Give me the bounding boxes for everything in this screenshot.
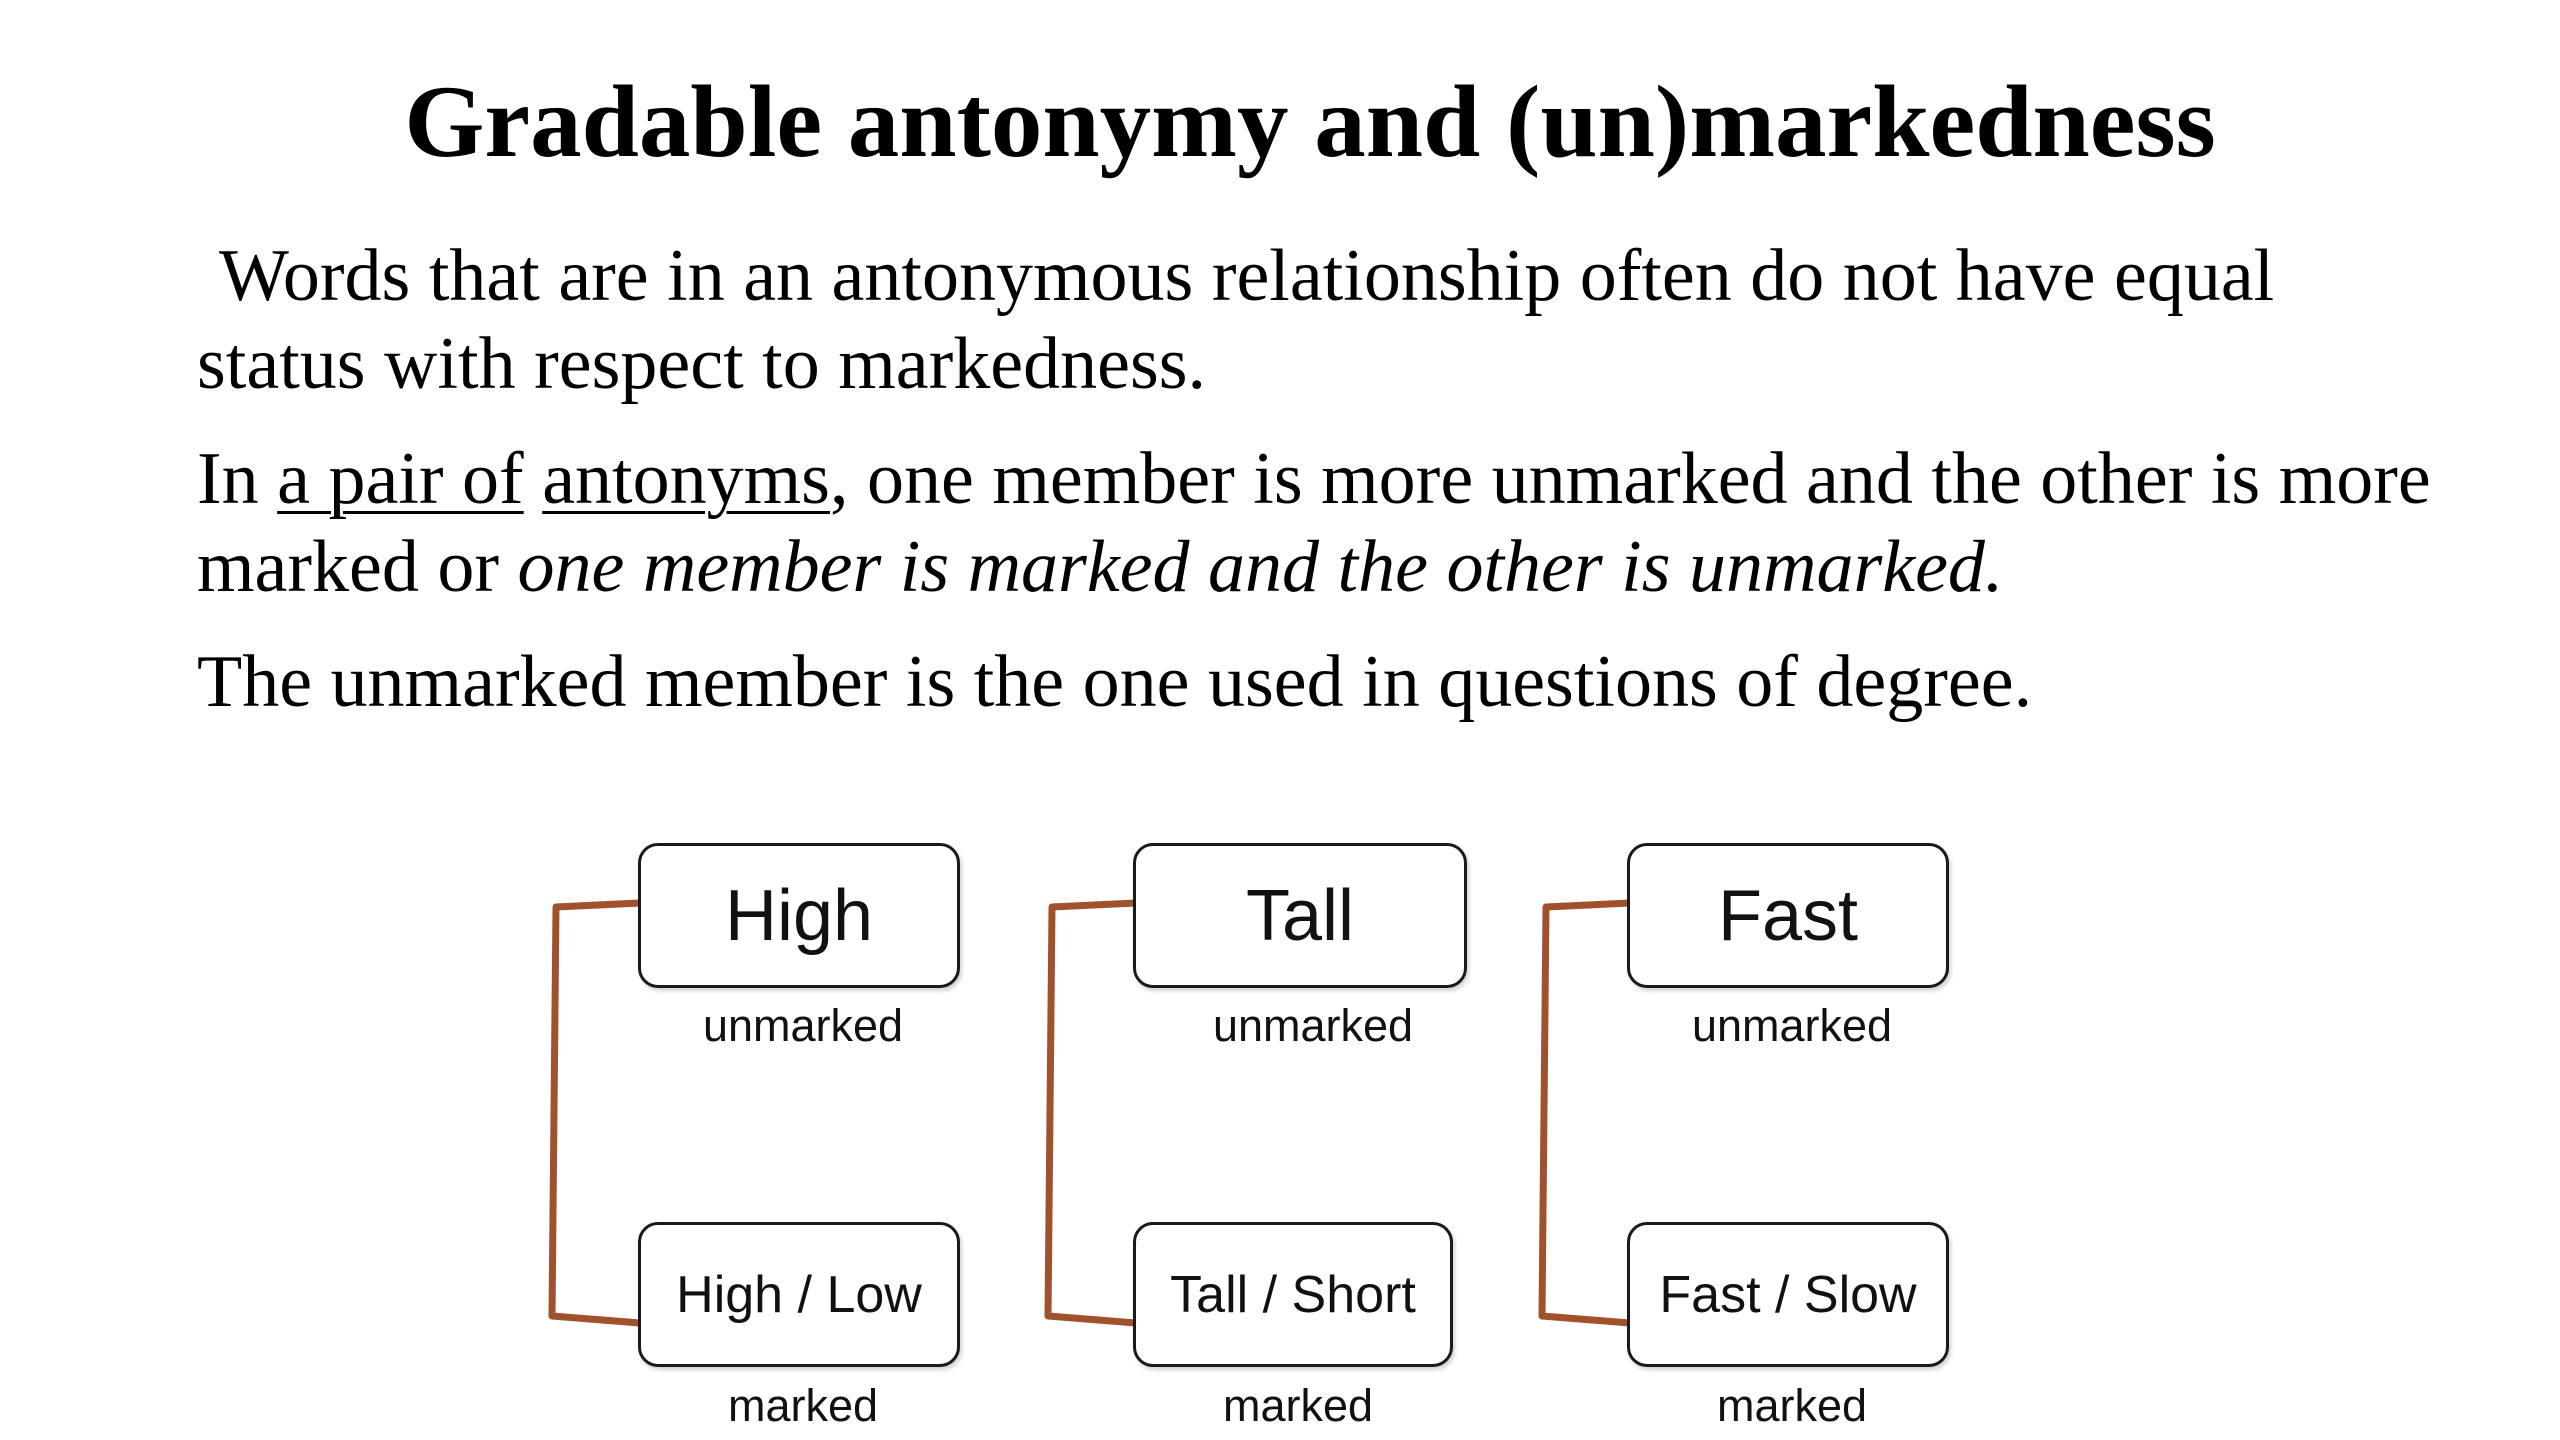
word-box-fast-slow: Fast / Slow (1627, 1222, 1949, 1367)
label-unmarked-fast: unmarked (1691, 1000, 1893, 1051)
label-unmarked-high: unmarked (702, 1000, 904, 1051)
paragraph-space (524, 438, 543, 520)
connector-fast (1538, 899, 1631, 1327)
slide-title: Gradable antonymy and (un)markedness (404, 65, 2216, 179)
slide-body: Words that are in an antonymous relation… (197, 232, 2437, 726)
paragraph-questions-of-degree: The unmarked member is the one used in q… (197, 641, 2033, 723)
italic-marked-unmarked: one member is marked and the other is un… (517, 526, 2004, 608)
word-box-fast: Fast (1627, 843, 1949, 988)
word-box-tall: Tall (1133, 843, 1467, 988)
label-marked-tall-short: marked (1222, 1380, 1374, 1431)
connector-high (548, 899, 641, 1327)
paragraph-markedness-status: Words that are in an antonymous relation… (197, 235, 2275, 405)
paragraph-lead: In (197, 438, 278, 520)
connector-tall (1044, 899, 1137, 1327)
paragraph-pair-of-antonyms: In a pair of antonyms, one member is mor… (197, 435, 2437, 611)
word-box-tall-short: Tall / Short (1133, 1222, 1453, 1367)
word-box-high-low: High / Low (638, 1222, 960, 1367)
word-box-high: High (638, 843, 960, 988)
label-marked-high-low: marked (727, 1380, 879, 1431)
underlined-antonyms: antonyms (542, 438, 830, 520)
underlined-a-pair-of: a pair of (277, 438, 524, 520)
label-marked-fast-slow: marked (1716, 1380, 1868, 1431)
paragraph-rest: , one member is more unmarked and the ot… (197, 438, 2431, 608)
label-unmarked-tall: unmarked (1212, 1000, 1414, 1051)
